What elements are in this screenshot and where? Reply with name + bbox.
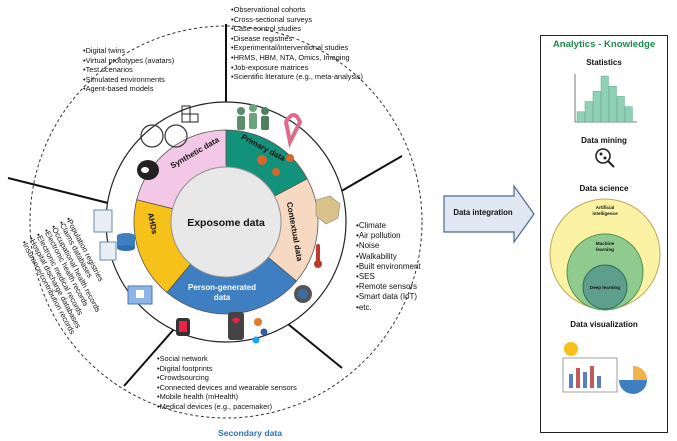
histogram-bar: [616, 96, 625, 123]
data-mining-label: Data mining: [581, 136, 627, 145]
divider-right: [337, 155, 403, 194]
list-item: Connected devices and wearable sensors: [157, 383, 297, 393]
data-visualization-label: Data visualization: [570, 320, 638, 329]
data-integration-label: Data integration: [453, 208, 513, 217]
list-item: Noise: [356, 241, 421, 251]
data-science-label: Data science: [579, 184, 629, 193]
person-generated-data-list: Social network Digital footprints Crowds…: [157, 354, 297, 412]
list-item: Digital twins: [83, 46, 174, 56]
histogram-bar: [592, 91, 601, 123]
analytics-panel: Analytics - Knowledge Statistics Artific…: [540, 35, 668, 433]
list-item: Virtual prototypes (avatars): [83, 56, 175, 66]
list-item: etc.: [356, 303, 421, 313]
list-item: Agent-based models: [83, 84, 174, 94]
visualization-icon: [562, 342, 647, 394]
ml-label-1: Machine: [596, 241, 615, 246]
smartwatch-icon: [176, 318, 190, 336]
list-item: Built environment: [356, 262, 421, 272]
histogram-bar: [600, 75, 609, 123]
list-item: Scientific literature (e.g., meta-analys…: [231, 72, 363, 82]
histogram-bar: [576, 111, 585, 123]
segment-bands: [133, 129, 319, 315]
analytics-graphics: Artificial intelligence Machine learning…: [549, 74, 661, 394]
list-item: Medical devices (e.g., pacemaker): [157, 402, 297, 412]
list-item: Disease registries: [231, 34, 363, 44]
social-media-icon: [252, 318, 268, 344]
ai-label-2: intelligence: [592, 211, 618, 216]
list-item: SES: [356, 272, 421, 282]
list-item: Case-control studies: [231, 24, 363, 34]
head-profile-icon: [140, 124, 188, 148]
data-integration-arrow: [443, 184, 535, 244]
outer-dashed-circle: [29, 25, 423, 419]
histogram-bar: [584, 101, 593, 123]
brain-icon: [137, 160, 159, 180]
histogram-bar: [608, 85, 617, 123]
list-item: Experimental/interventional studies: [231, 43, 363, 53]
analytics-title: Analytics - Knowledge: [552, 39, 656, 50]
list-item: Social network: [157, 354, 297, 364]
contextual-data-list: Climate Air pollution Noise Walkability …: [356, 221, 421, 313]
cubes-icon: [181, 105, 199, 123]
secondary-data-label: Secondary data: [218, 428, 282, 438]
dl-label: Deep learning: [590, 285, 621, 290]
ai-label-1: Artificial: [596, 205, 614, 210]
ml-label-2: learning: [596, 247, 614, 252]
list-item: Observational cohorts: [231, 5, 363, 15]
virus-icon: [257, 154, 294, 176]
phone-heart-icon: [228, 312, 244, 340]
list-item: Simulated environments: [83, 75, 174, 85]
list-item: Walkability: [356, 252, 421, 262]
list-item: Test scenarios: [83, 65, 174, 75]
magnifier-network-icon: [595, 148, 615, 168]
histogram-bar: [624, 106, 633, 123]
statistics-label: Statistics: [586, 58, 622, 67]
list-item: Smart data (IoT): [356, 292, 421, 302]
list-item: Mobile health (mHealth): [157, 392, 297, 402]
center-circle: [170, 166, 282, 278]
divider-left: [7, 177, 113, 205]
center-label: Exposome data: [187, 217, 265, 229]
divider-bottom-left: [123, 319, 183, 387]
list-item: Digital footprints: [157, 364, 297, 374]
segment-label-person-generated-2: data: [214, 293, 231, 302]
documents-icon: [93, 209, 117, 261]
histogram-chart: [574, 74, 637, 123]
list-item: HRMS, HBM, NTA, Omics, Imaging: [231, 53, 363, 63]
primary-data-list: Observational cohorts Cross-sectional su…: [231, 5, 363, 82]
people-icon: [237, 104, 269, 130]
list-item: Cross-sectional surveys: [231, 15, 363, 25]
dl-circle: [582, 264, 628, 310]
list-item: Climate: [356, 221, 421, 231]
virus-particle-icon: [294, 285, 312, 303]
synthetic-data-list: Digital twins Virtual prototypes (avatar…: [83, 46, 175, 94]
list-item: Crowdsourcing: [157, 373, 297, 383]
medical-folder-icon: [127, 285, 153, 305]
list-item: Remote sensors: [356, 282, 421, 292]
divider-bottom-right: [282, 319, 343, 369]
list-item: Air pollution: [356, 231, 421, 241]
france-map-icon: [315, 195, 341, 225]
segment-label-person-generated-1: Person-generated: [188, 283, 256, 292]
database-icon: [117, 233, 135, 251]
list-item: Job-exposure matrices: [231, 63, 363, 73]
awareness-ribbon-icon: [283, 113, 303, 149]
thermometer-icon: [314, 244, 322, 268]
